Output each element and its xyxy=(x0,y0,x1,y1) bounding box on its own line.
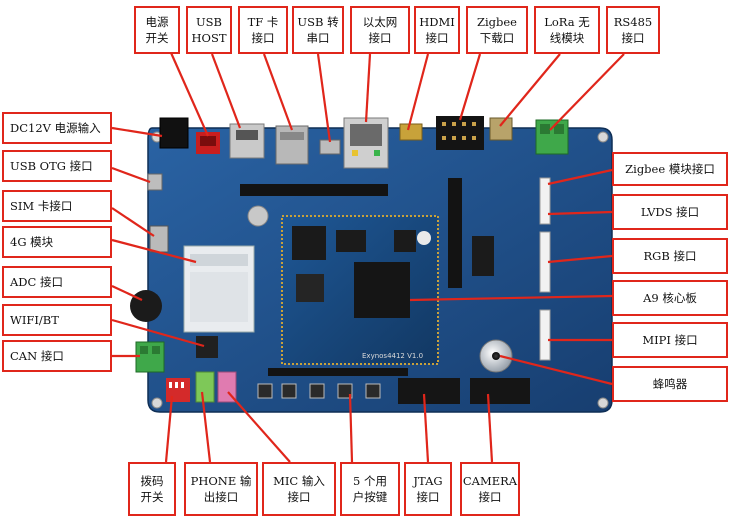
label-lvds: LVDS 接口 xyxy=(612,194,728,230)
lora-part xyxy=(489,117,513,141)
label-usb-otg: USB OTG 接口 xyxy=(2,150,112,182)
jtag-part xyxy=(398,378,460,404)
dc-jack xyxy=(159,117,189,149)
label-a9-core: A9 核心板 xyxy=(612,280,728,316)
hdmi-part xyxy=(399,123,423,141)
label-adc: ADC 接口 xyxy=(2,266,112,298)
zigbee-dl-part xyxy=(436,116,484,150)
mipi-part xyxy=(539,309,551,361)
label-can: CAN 接口 xyxy=(2,340,112,372)
label-wifi-bt: WIFI/BT xyxy=(2,304,112,336)
label-hdmi: HDMI 接口 xyxy=(414,6,460,54)
camera-part xyxy=(470,378,530,404)
phone-jack-part xyxy=(195,371,215,403)
label-user-keys: 5 个用 户按键 xyxy=(340,462,400,516)
label-buzzer: 蜂鸣器 xyxy=(612,366,728,402)
label-zigbee-download: Zigbee 下载口 xyxy=(466,6,528,54)
label-usb-serial: USB 转 串口 xyxy=(292,6,344,54)
user-keys-part xyxy=(257,383,381,399)
label-camera: CAMERA 接口 xyxy=(460,462,520,516)
label-usb-host: USB HOST xyxy=(186,6,232,54)
label-tf-card: TF 卡 接口 xyxy=(238,6,288,54)
label-power-switch: 电源 开关 xyxy=(134,6,180,54)
label-lora: LoRa 无 线模块 xyxy=(534,6,600,54)
label-mic-in: MIC 输入 接口 xyxy=(262,462,336,516)
label-rgb: RGB 接口 xyxy=(612,238,728,274)
label-4g-module: 4G 模块 xyxy=(2,226,112,258)
zigbee-module-part xyxy=(539,177,551,225)
label-sim: SIM 卡接口 xyxy=(2,190,112,222)
label-ethernet: 以太网 接口 xyxy=(350,6,410,54)
label-mipi: MIPI 接口 xyxy=(612,322,728,358)
label-dc12v: DC12V 电源输入 xyxy=(2,112,112,144)
label-jtag: JTAG 接口 xyxy=(404,462,452,516)
label-zigbee-module: Zigbee 模块接口 xyxy=(612,152,728,186)
wifi-part xyxy=(196,336,218,358)
label-phone-out: PHONE 输 出接口 xyxy=(184,462,258,516)
usb-host-part xyxy=(229,123,265,159)
label-dip-switch: 拨码 开关 xyxy=(128,462,176,516)
label-rs485: RS485 接口 xyxy=(606,6,660,54)
core-silkscreen: Exynos4412 V1.0 xyxy=(362,352,423,360)
